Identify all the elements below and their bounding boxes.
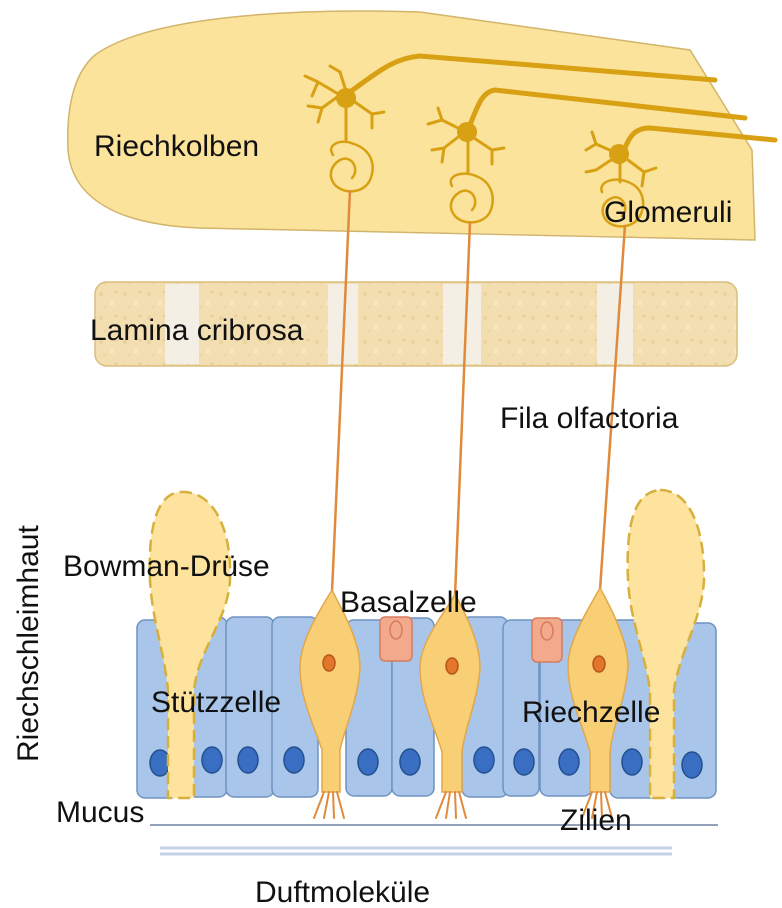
label-riechkolben: Riechkolben	[94, 130, 259, 163]
label-fila-olfactoria: Fila olfactoria	[500, 402, 679, 435]
label-glomeruli: Glomeruli	[604, 196, 732, 229]
basal-cell-2	[532, 618, 562, 662]
foramen-3	[443, 284, 481, 364]
label-riechzelle: Riechzelle	[522, 696, 660, 729]
basal-cell-1	[380, 617, 412, 661]
foramen-4	[597, 284, 633, 364]
label-basalzelle: Basalzelle	[340, 586, 477, 619]
label-zilien: Zilien	[560, 804, 632, 837]
odor-molecule-lines	[160, 848, 672, 854]
label-lamina-cribrosa: Lamina cribrosa	[90, 314, 304, 347]
fila-olfactoria-axons	[332, 190, 625, 596]
label-riechschleimhaut: Riechschleimhaut	[12, 525, 45, 762]
label-duftmolekuele: Duftmoleküle	[255, 876, 430, 908]
label-stuetzzelle: Stützzelle	[151, 686, 281, 719]
label-mucus: Mucus	[56, 796, 144, 829]
label-bowman-druese: Bowman-Drüse	[63, 550, 270, 583]
